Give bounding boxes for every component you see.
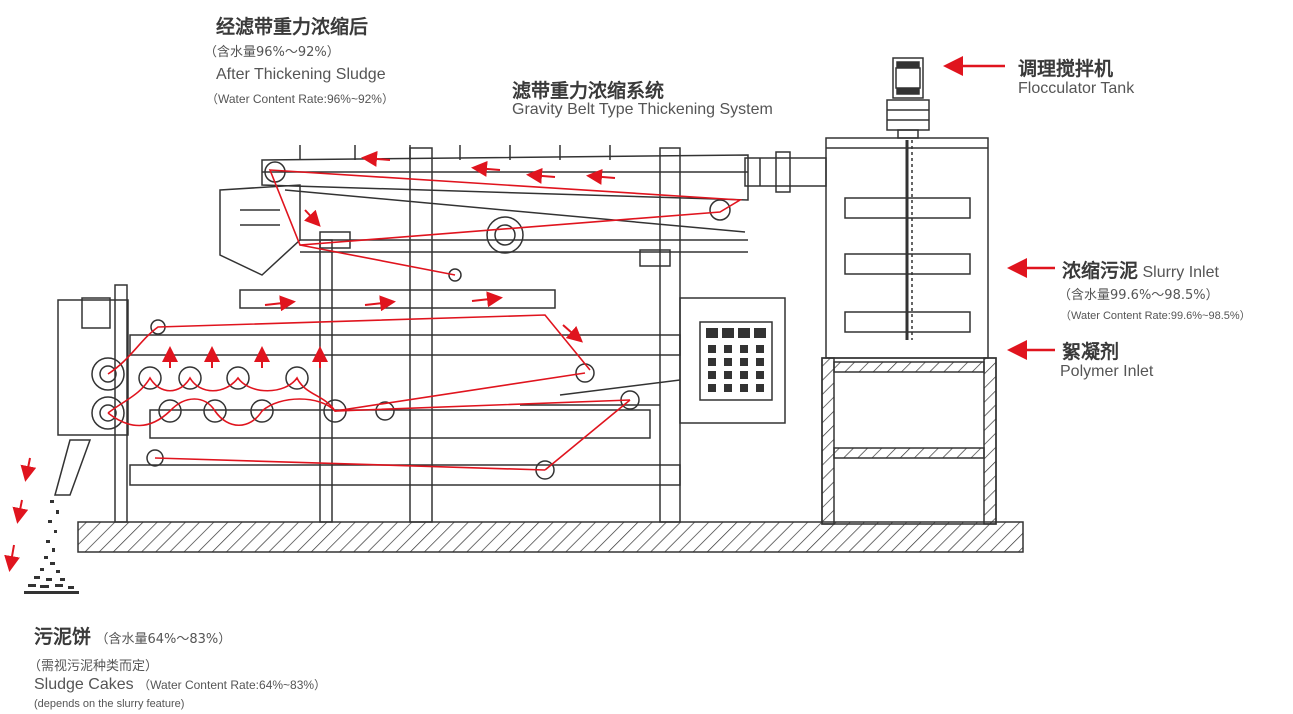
slurry-inlet-label: 浓缩污泥 Slurry Inlet (1062, 256, 1219, 283)
press-rollers (54, 297, 640, 496)
ground-slab (77, 521, 1024, 553)
flow-arrows (162, 150, 616, 368)
system-label-zh: 滤带重力浓缩系统 (512, 80, 665, 102)
slurry-inlet-label-zh: 浓缩污泥 (1062, 260, 1139, 282)
flocculator-motor (886, 57, 930, 139)
after-thickening-label-zh: 经滤带重力浓缩后 (216, 16, 369, 38)
after-thickening-rate-zh: （含水量96%～92%） (204, 45, 340, 60)
sludge-cakes-label-en-row: Sludge Cakes （Water Content Rate:64%~83%… (34, 676, 326, 694)
feed-pipe (744, 151, 827, 193)
tank-stand (821, 357, 997, 525)
sludge-cakes-rate-zh: （含水量64%～83%） (95, 632, 232, 647)
label-pointer-arrows (943, 56, 1055, 360)
slurry-inlet-rate-en: （Water Content Rate:99.6%~98.5%） (1060, 310, 1251, 322)
sludge-cakes-label-zh: 污泥饼 (34, 626, 92, 648)
system-label-en: Gravity Belt Type Thickening System (512, 101, 773, 118)
flocculator-label-en: Flocculator Tank (1018, 80, 1135, 97)
sludge-cakes-note-en: (depends on the slurry feature) (34, 698, 185, 710)
discharge-arrows (4, 457, 37, 572)
gravity-belt-thickener (219, 145, 749, 282)
after-thickening-rate-en: （Water Content Rate:96%~92%） (206, 92, 394, 106)
main-frame (114, 147, 786, 523)
sludge-cakes-note-zh: （需视污泥种类而定） (28, 659, 159, 674)
sludge-cakes-label: 污泥饼 （含水量64%～83%） (34, 622, 231, 649)
polymer-inlet-label-en: Polymer Inlet (1060, 363, 1154, 380)
belt-path (107, 169, 743, 471)
after-thickening-label-en: After Thickening Sludge (216, 66, 386, 83)
sludge-cakes-label-en: Sludge Cakes (34, 676, 134, 693)
slurry-inlet-rate-zh: （含水量99.6%～98.5%） (1058, 288, 1219, 303)
control-panel (706, 328, 766, 392)
polymer-inlet-label-zh: 絮凝剂 (1062, 341, 1120, 363)
flocculator-tank (825, 137, 989, 359)
slurry-inlet-label-en: Slurry Inlet (1142, 264, 1219, 281)
sludge-cake-pile (24, 500, 79, 594)
flocculator-label-zh: 调理搅拌机 (1018, 58, 1114, 80)
sludge-cakes-rate-en: （Water Content Rate:64%~83%） (138, 678, 327, 692)
